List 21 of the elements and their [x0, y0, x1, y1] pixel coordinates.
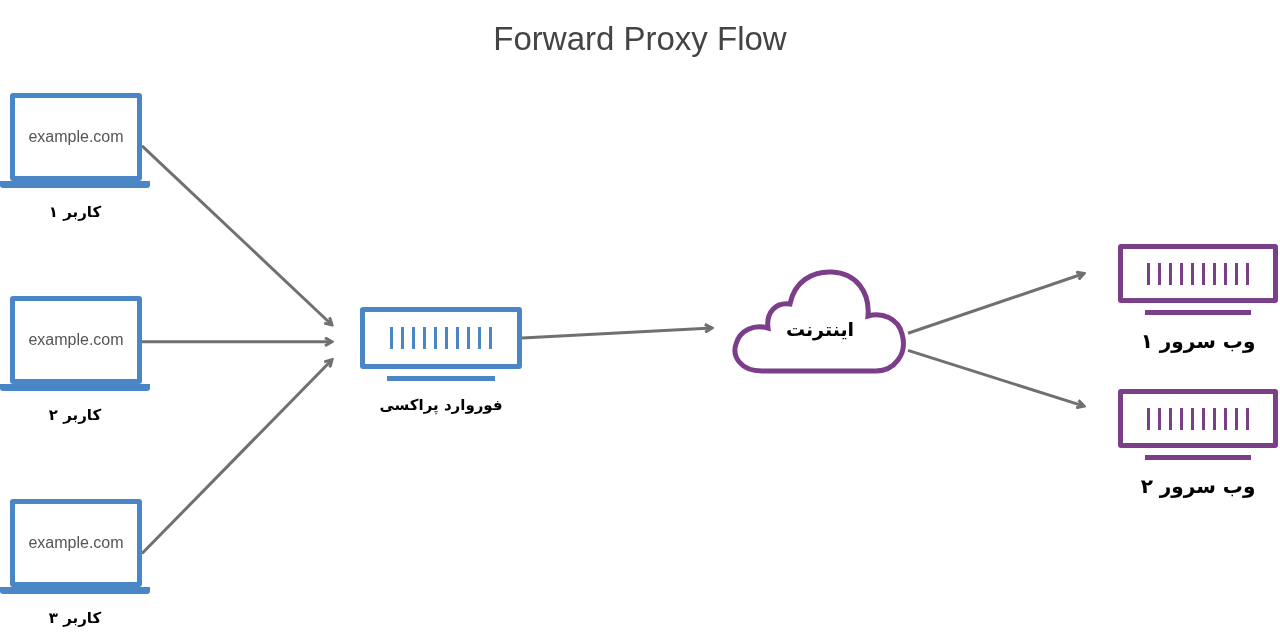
laptop-screen [10, 499, 142, 587]
url-text: example.com [28, 330, 124, 350]
user-label: کاربر ۲ [47, 405, 103, 426]
arrow [521, 322, 714, 340]
url-text: example.com [28, 127, 124, 147]
laptop-screen [10, 296, 142, 384]
arrow [142, 336, 334, 348]
node-label: فوروارد پراکسی [378, 395, 504, 416]
url-text: example.com [28, 533, 124, 553]
cloud-shape [732, 268, 908, 375]
user-label: کاربر ۱ [47, 202, 103, 223]
diagram-title: Forward Proxy Flow [493, 19, 787, 59]
laptop-screen [10, 93, 142, 181]
arrow [140, 358, 334, 555]
arrow [907, 270, 1086, 335]
user-label: کاربر ۳ [47, 608, 103, 629]
arrow [907, 348, 1086, 410]
node-label: اینترنت [785, 317, 855, 343]
arrow [140, 144, 334, 327]
node-label: وب سرور ۱ [1139, 328, 1257, 355]
node-label: وب سرور ۲ [1139, 473, 1257, 500]
